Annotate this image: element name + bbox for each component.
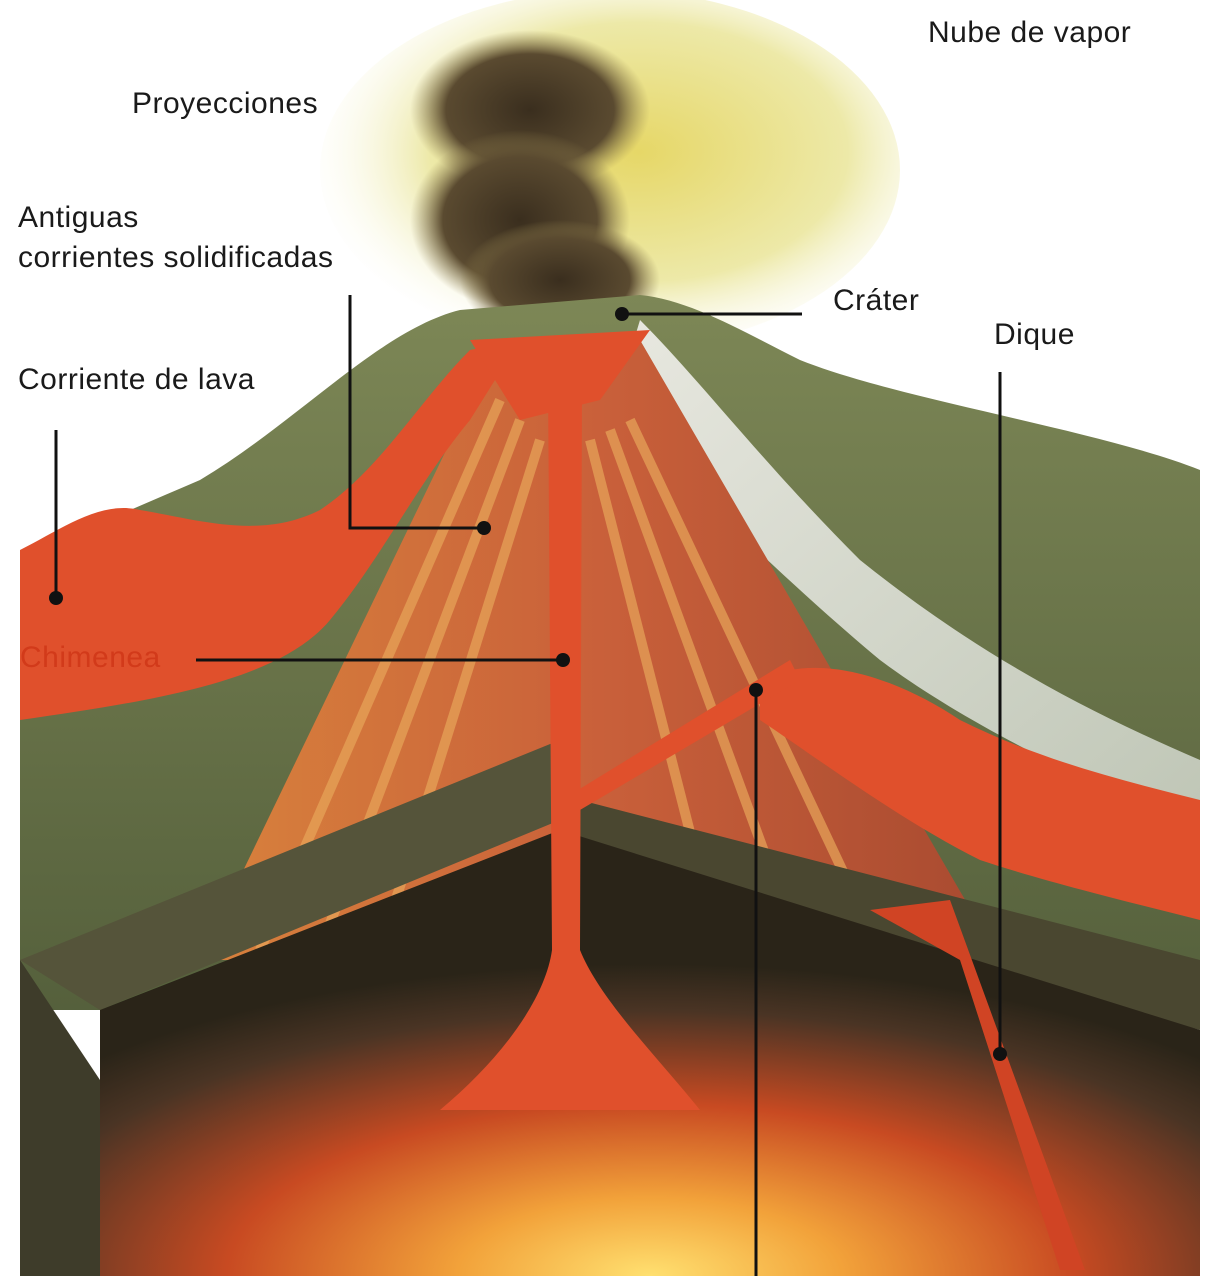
label-dique: Dique — [994, 317, 1075, 353]
label-proyecciones: Proyecciones — [132, 86, 318, 122]
label-crater: Cráter — [833, 283, 919, 319]
label-antiguas: Antiguas — [18, 200, 139, 236]
label-chimenea: Chimenea — [20, 640, 161, 676]
label-corrientes-solidificadas: corrientes solidificadas — [18, 240, 333, 276]
label-corriente-de-lava: Corriente de lava — [18, 362, 255, 398]
label-nube-de-vapor: Nube de vapor — [928, 15, 1131, 51]
